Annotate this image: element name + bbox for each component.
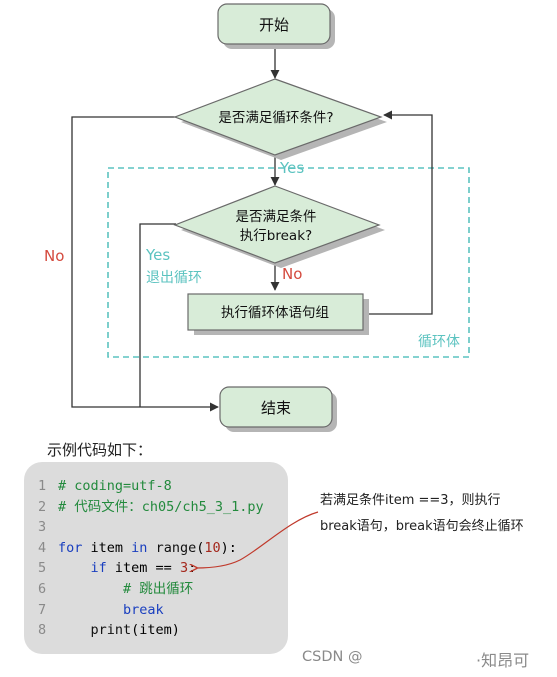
- code-text: # 跳出循环: [123, 580, 194, 597]
- line-number: 7: [38, 601, 47, 618]
- code-text: # coding=utf-8: [58, 478, 172, 494]
- end-node: 结束: [219, 386, 337, 432]
- code-line: 2 # 代码文件：ch05/ch5_3_1.py: [38, 497, 264, 518]
- csdn-watermark: CSDN @: [302, 649, 363, 665]
- line-number: 4: [38, 539, 47, 556]
- line-number: 2: [38, 498, 47, 515]
- code-line: 3: [38, 517, 264, 538]
- end-label: 结束: [261, 399, 291, 417]
- no-label: No: [282, 265, 302, 283]
- code-text: if item == 3:: [90, 560, 197, 577]
- flowchart-diagram: 开始 是否满足循环条件? 是否满足条件 执行break? 执行循环体语句组 结束…: [44, 3, 470, 432]
- line-number: 1: [38, 478, 47, 494]
- line-number: 6: [38, 580, 47, 597]
- arrow-cond1-no-to-end: [71, 116, 219, 412]
- code-text: print(item): [90, 622, 180, 639]
- condition2-label-line2: 执行break?: [240, 228, 312, 244]
- start-label: 开始: [259, 16, 289, 34]
- condition2-label-line1: 是否满足条件: [236, 208, 317, 225]
- start-node: 开始: [217, 3, 335, 49]
- connectors: [71, 46, 433, 412]
- condition2-node: 是否满足条件 执行break?: [173, 185, 385, 268]
- line-number: 8: [38, 622, 47, 639]
- code-line: 4 for item in range(10):: [38, 538, 264, 559]
- code-line: 8 print(item): [38, 620, 264, 641]
- yes-label: Yes: [279, 159, 304, 177]
- code-text: # 代码文件：ch05/ch5_3_1.py: [58, 498, 264, 515]
- line-number: 3: [38, 519, 47, 536]
- code-text: break: [123, 601, 164, 618]
- zhihu-watermark: ·知昂可: [476, 651, 530, 670]
- annotation-note: 若满足条件item ==3，则执行 break语句，break语句会终止循环: [320, 488, 530, 540]
- code-line: 6 # 跳出循环: [38, 579, 264, 600]
- code-text: for item in range(10):: [58, 539, 237, 556]
- arrow-cond2-yes-exit: [139, 223, 176, 407]
- arrow-body-back-to-cond1: [368, 110, 433, 315]
- annotation-line1: 若满足条件item ==3，则执行: [320, 493, 501, 508]
- yes-exit-label: Yes: [145, 246, 170, 264]
- code-line: 1 # coding=utf-8: [38, 476, 264, 497]
- loop-body-label: 执行循环体语句组: [221, 305, 329, 321]
- caption: 示例代码如下：: [47, 441, 153, 459]
- loop-body-node: 执行循环体语句组: [187, 293, 369, 335]
- loop-region-label: 循环体: [418, 334, 460, 350]
- code-block: 1 # coding=utf-8 2 # 代码文件：ch05/ch5_3_1.py 3 4…: [38, 476, 264, 641]
- code-line: 7 break: [38, 600, 264, 621]
- no-left-label: No: [44, 247, 64, 265]
- exit-loop-label: 退出循环: [146, 270, 202, 286]
- loop-region: [107, 167, 470, 358]
- condition1-node: 是否满足循环条件?: [173, 78, 387, 160]
- condition1-label: 是否满足循环条件?: [218, 109, 333, 126]
- line-number: 5: [38, 560, 47, 577]
- code-line: 5 if item == 3:: [38, 558, 264, 579]
- annotation-line2: break语句，break语句会终止循环: [320, 519, 524, 534]
